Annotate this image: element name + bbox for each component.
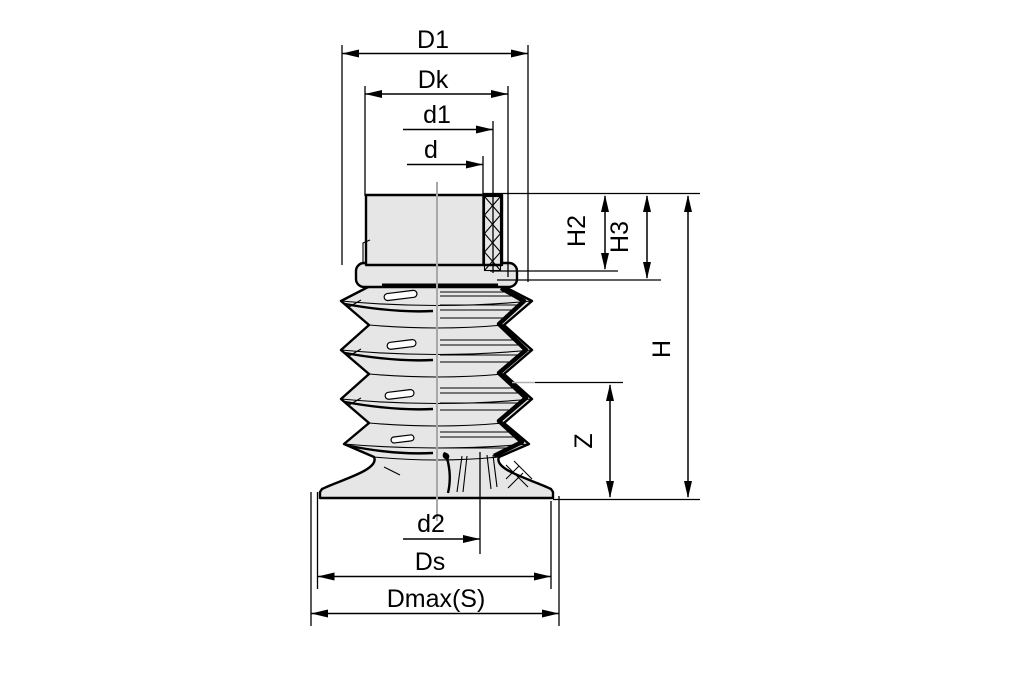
dim-label-Dmax: Dmax(S): [387, 585, 486, 613]
dimension-d2: d2: [403, 452, 481, 554]
dim-label-Ds: Ds: [415, 548, 446, 576]
dim-label-d1: d1: [423, 101, 451, 129]
cup-body: [318, 182, 555, 521]
dimension-Dk: Dk: [364, 66, 509, 277]
dim-label-d: d: [424, 136, 438, 164]
dimension-H2: H2: [490, 195, 618, 272]
fitting-left-step: [362, 239, 371, 264]
dimension-d: d: [407, 136, 484, 196]
section-shading-lines: [440, 291, 522, 449]
dimension-Ds: Ds: [316, 492, 552, 589]
dim-label-H2: H2: [563, 215, 591, 247]
dim-label-H: H: [648, 340, 676, 358]
cavity-details: [442, 452, 533, 494]
dimensions: D1 Dk d1 d: [310, 26, 700, 626]
dimension-d1: d1: [403, 101, 494, 273]
dim-label-H3: H3: [606, 221, 634, 253]
dim-label-D1: D1: [417, 26, 449, 54]
dimension-D1: D1: [341, 26, 529, 282]
dimension-Dmax: Dmax(S): [310, 492, 560, 626]
dimension-H3: H3: [497, 195, 661, 281]
section-wall-zigzag: [492, 286, 529, 459]
dim-label-Z: Z: [570, 433, 598, 448]
dimension-H: H: [648, 195, 692, 498]
dim-label-d2: d2: [417, 510, 445, 538]
dimension-Z: Z: [512, 381, 623, 498]
highlight-slots: [348, 289, 418, 476]
fitting-block: [364, 193, 504, 267]
dim-label-Dk: Dk: [418, 66, 449, 94]
